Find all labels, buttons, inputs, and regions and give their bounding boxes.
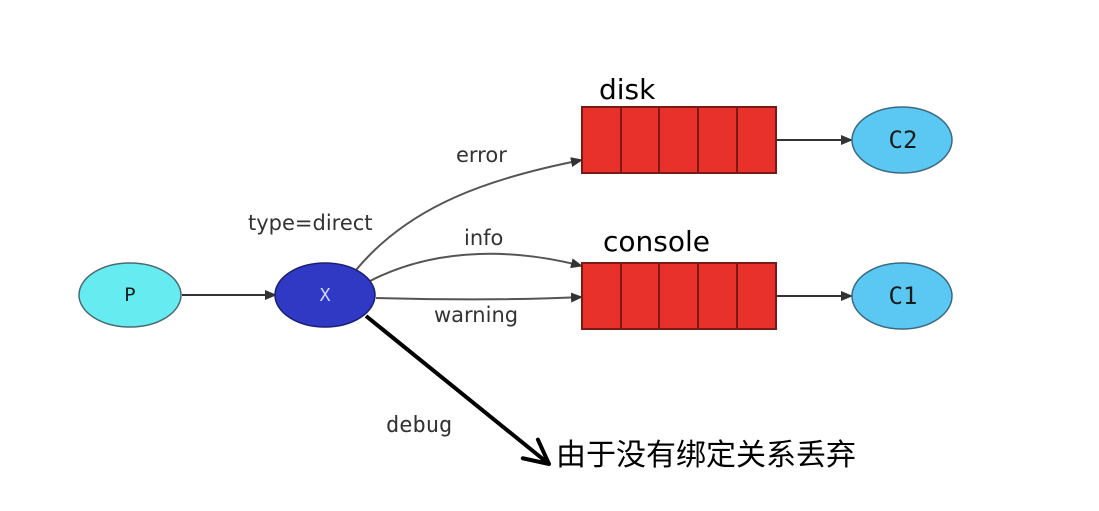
consumer-c1-label: C1 xyxy=(889,282,918,310)
queue-console-name: console xyxy=(603,225,710,258)
routing-key-debug: debug xyxy=(386,413,452,438)
routing-key-info: info xyxy=(464,226,503,250)
exchange-node: X xyxy=(274,262,376,328)
queue-console xyxy=(581,262,777,330)
routing-key-warning: warning xyxy=(434,303,518,327)
edge-error xyxy=(355,157,583,271)
queue-disk-name: disk xyxy=(599,73,656,106)
edge-warning xyxy=(375,292,583,303)
discard-note: 由于没有绑定关系丢弃 xyxy=(556,438,856,473)
exchange-type-label: type=direct xyxy=(248,211,373,235)
consumer-c1-node: C1 xyxy=(851,262,953,330)
producer-label: P xyxy=(124,284,135,306)
routing-key-error: error xyxy=(456,143,507,167)
producer-node: P xyxy=(78,262,182,328)
consumer-c2-node: C2 xyxy=(851,106,953,174)
exchange-label: X xyxy=(320,285,331,306)
consumer-c2-label: C2 xyxy=(889,126,918,154)
edge-info xyxy=(369,252,583,282)
queue-disk xyxy=(581,106,777,174)
edge-debug xyxy=(364,314,551,466)
